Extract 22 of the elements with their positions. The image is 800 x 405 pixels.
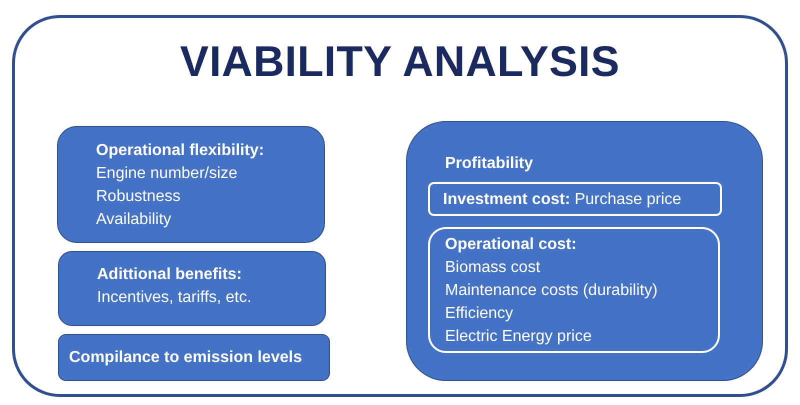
panel-heading: VIABILITY ANALYSIS: [179, 38, 621, 87]
rounded-box: [428, 182, 722, 216]
box-heading: Profitability: [445, 154, 534, 174]
panel-frame: [12, 15, 788, 397]
rounded-box: [58, 251, 326, 326]
box-text: Availability: [96, 210, 172, 230]
box-text: Efficiency: [445, 304, 514, 324]
box-text: Investment cost: Purchase price: [443, 190, 682, 210]
box-text: Engine number/size: [96, 164, 238, 184]
rounded-box: [57, 126, 325, 243]
box-heading: Operational flexibility:: [96, 141, 266, 161]
box-text: Incentives, tariffs, etc.: [97, 288, 252, 308]
box-heading: Operational cost:: [445, 235, 578, 255]
box-text: Maintenance costs (durability): [445, 281, 659, 301]
box-text: Electric Energy price: [445, 327, 593, 347]
box-text: Biomass cost: [445, 258, 542, 278]
rounded-box: [428, 227, 720, 353]
box-text: Robustness: [96, 187, 182, 207]
rounded-box: [406, 121, 763, 381]
rounded-box: [58, 334, 330, 381]
box-heading: Adittional benefits:: [97, 265, 243, 285]
box-heading: Compilance to emission levels: [69, 348, 303, 368]
